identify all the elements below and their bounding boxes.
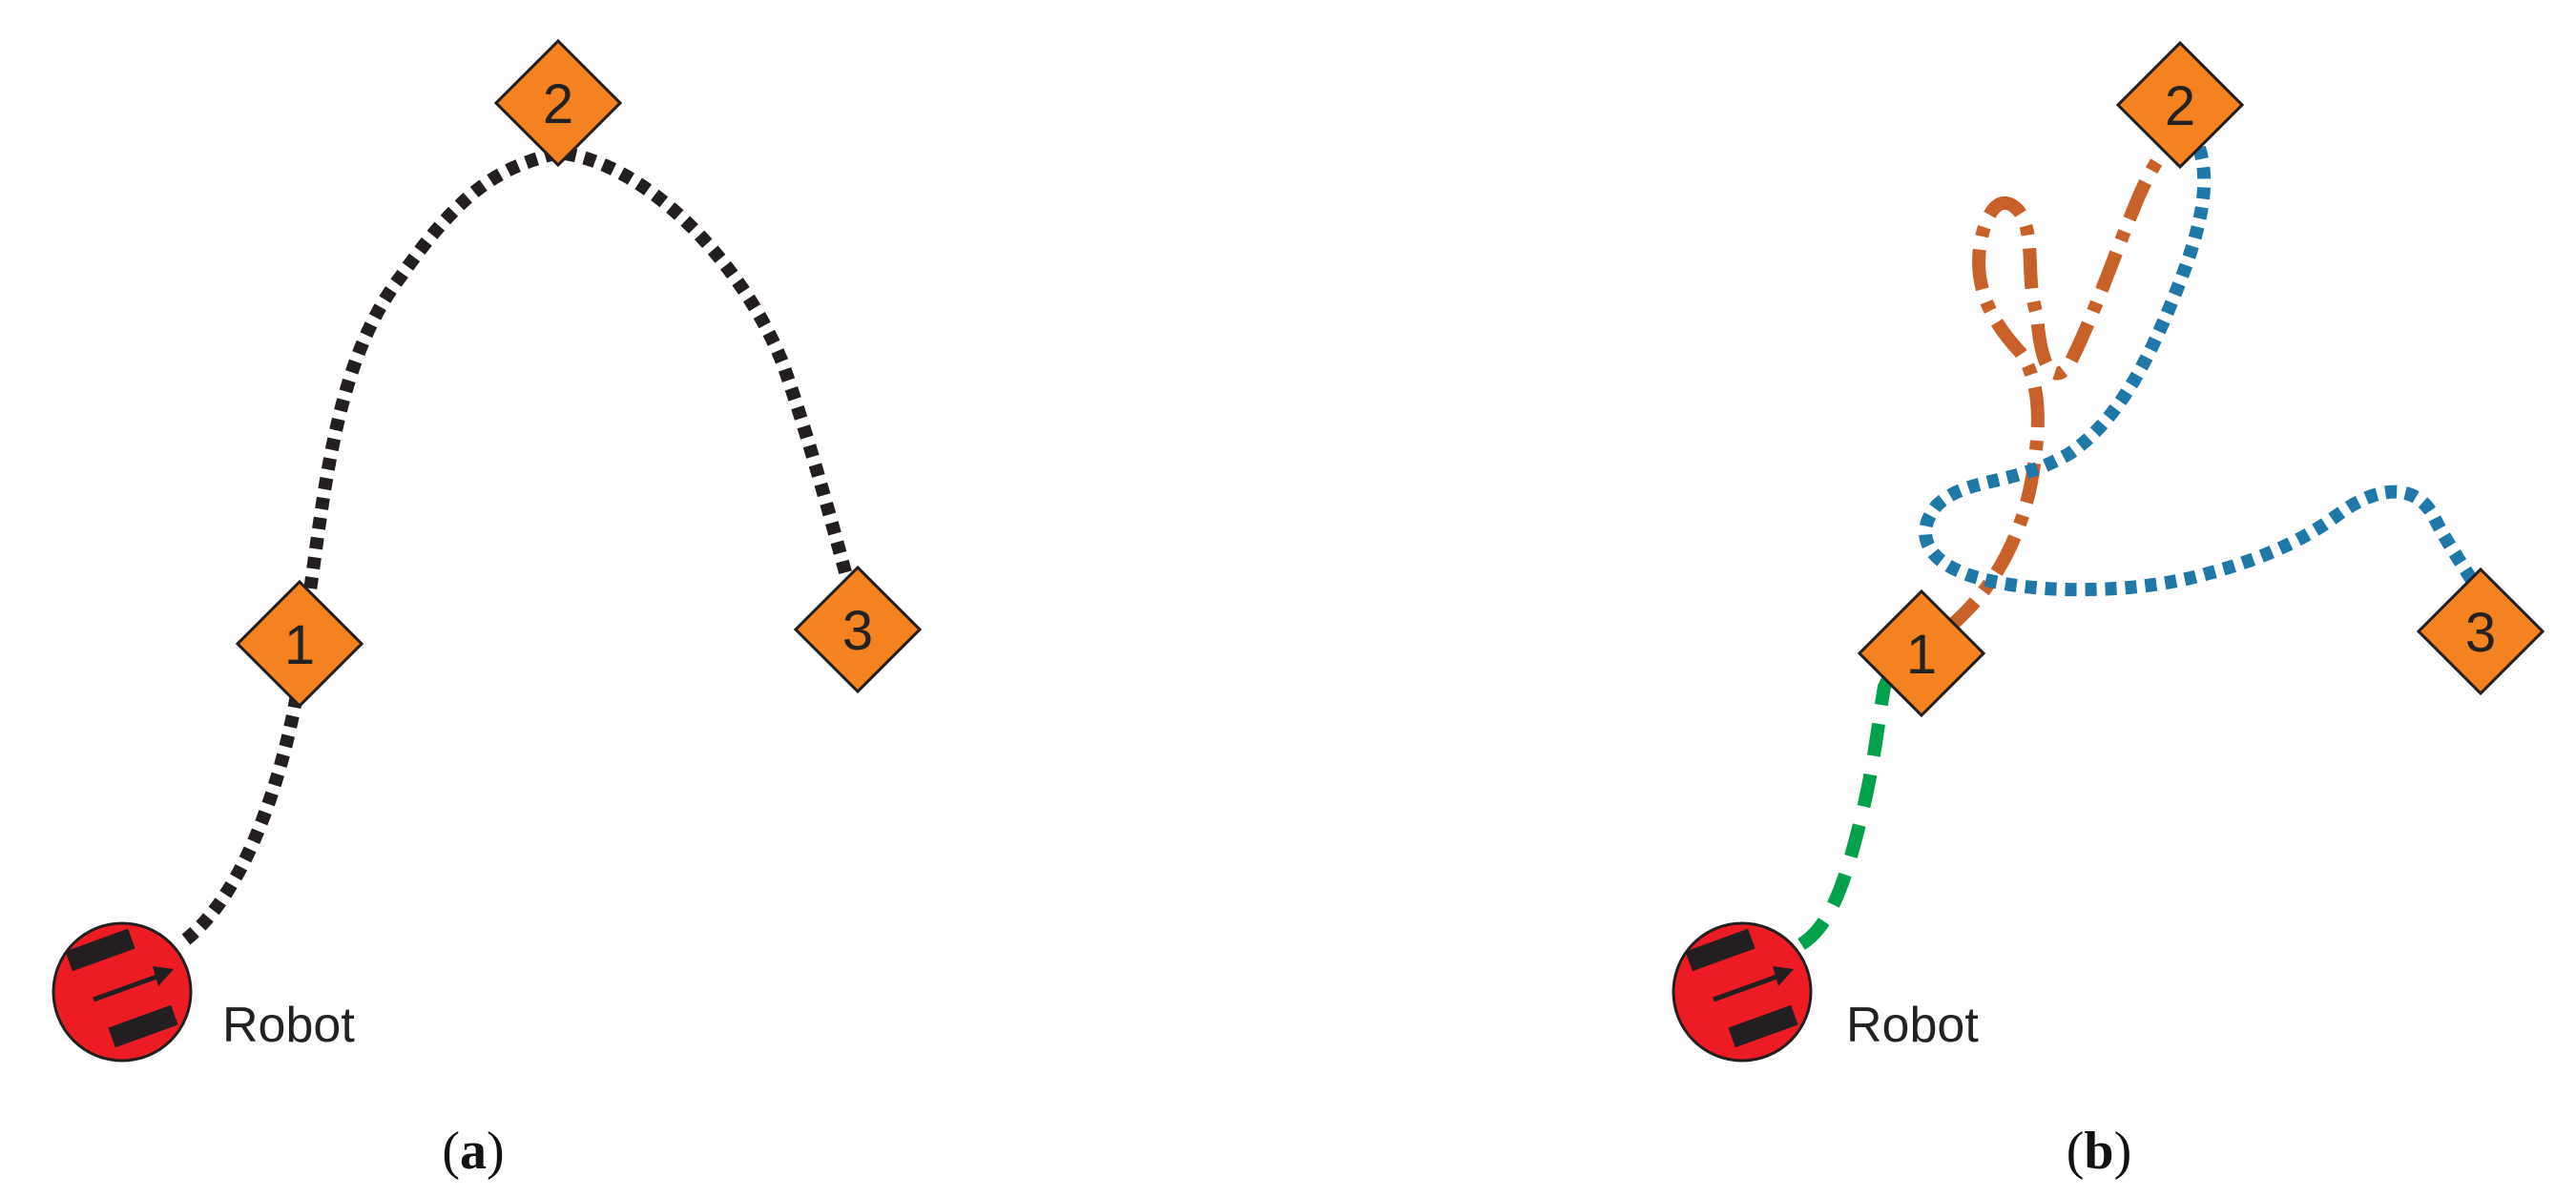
panel-a-caption: (a): [442, 1122, 504, 1181]
panel-b-caption: (b): [2067, 1122, 2131, 1181]
waypoint-marker: [2115, 40, 2245, 170]
waypoint-marker: [2416, 567, 2545, 696]
waypoint-label: 3: [842, 600, 873, 662]
panel-b-path-segment-green: [1797, 644, 1918, 950]
panel-b-waypoint-3: 3: [2416, 567, 2545, 696]
waypoint-label: 1: [284, 614, 315, 676]
caption-open: (: [2067, 1122, 2085, 1181]
panel-a-robot: [52, 921, 193, 1063]
waypoint-marker: [493, 38, 623, 168]
robot-heading-arrow-icon: [93, 972, 163, 1002]
panel-a-waypoint-1: 1: [235, 579, 364, 709]
waypoint-label: 2: [543, 73, 573, 135]
panel-b-path-segment-orange: [1942, 127, 2189, 635]
robot-arrowhead-icon: [153, 966, 174, 986]
waypoint-marker: [235, 579, 364, 709]
robot-wheel-top: [65, 928, 135, 972]
panel-b-path-segment-blue: [1919, 145, 2483, 597]
panel-a-waypoint-2: 2: [493, 38, 623, 168]
caption-letter: a: [460, 1122, 487, 1181]
robot-arrowhead-icon: [1773, 966, 1794, 986]
waypoint-marker: [1857, 588, 1986, 718]
waypoint-marker: [793, 565, 923, 694]
panel-b-waypoint-2: 2: [2115, 40, 2245, 170]
robot-heading-arrow-icon: [1713, 972, 1783, 1002]
panel-a-waypoint-3: 3: [793, 565, 923, 694]
caption-open: (: [442, 1122, 460, 1181]
caption-letter: b: [2084, 1122, 2113, 1181]
panel-b-robot: [1672, 921, 1813, 1063]
waypoint-label: 3: [2465, 602, 2496, 664]
panel-a-robot-label: Robot: [222, 998, 355, 1053]
robot-wheel-bottom: [108, 1004, 178, 1048]
caption-close: ): [2114, 1122, 2132, 1181]
waypoint-label: 1: [1906, 624, 1937, 686]
robot-wheel-bottom: [1728, 1004, 1798, 1048]
panel-b: Robot 1 2 3 (b): [1672, 40, 2545, 1181]
panel-b-robot-label: Robot: [1846, 998, 1979, 1053]
panel-a: Robot 1 2 3 (a): [52, 38, 923, 1181]
robot-wheel-top: [1685, 928, 1755, 972]
panel-a-path: [181, 145, 856, 945]
panel-b-waypoint-1: 1: [1857, 588, 1986, 718]
caption-close: ): [487, 1122, 505, 1181]
waypoint-label: 2: [2165, 75, 2195, 137]
